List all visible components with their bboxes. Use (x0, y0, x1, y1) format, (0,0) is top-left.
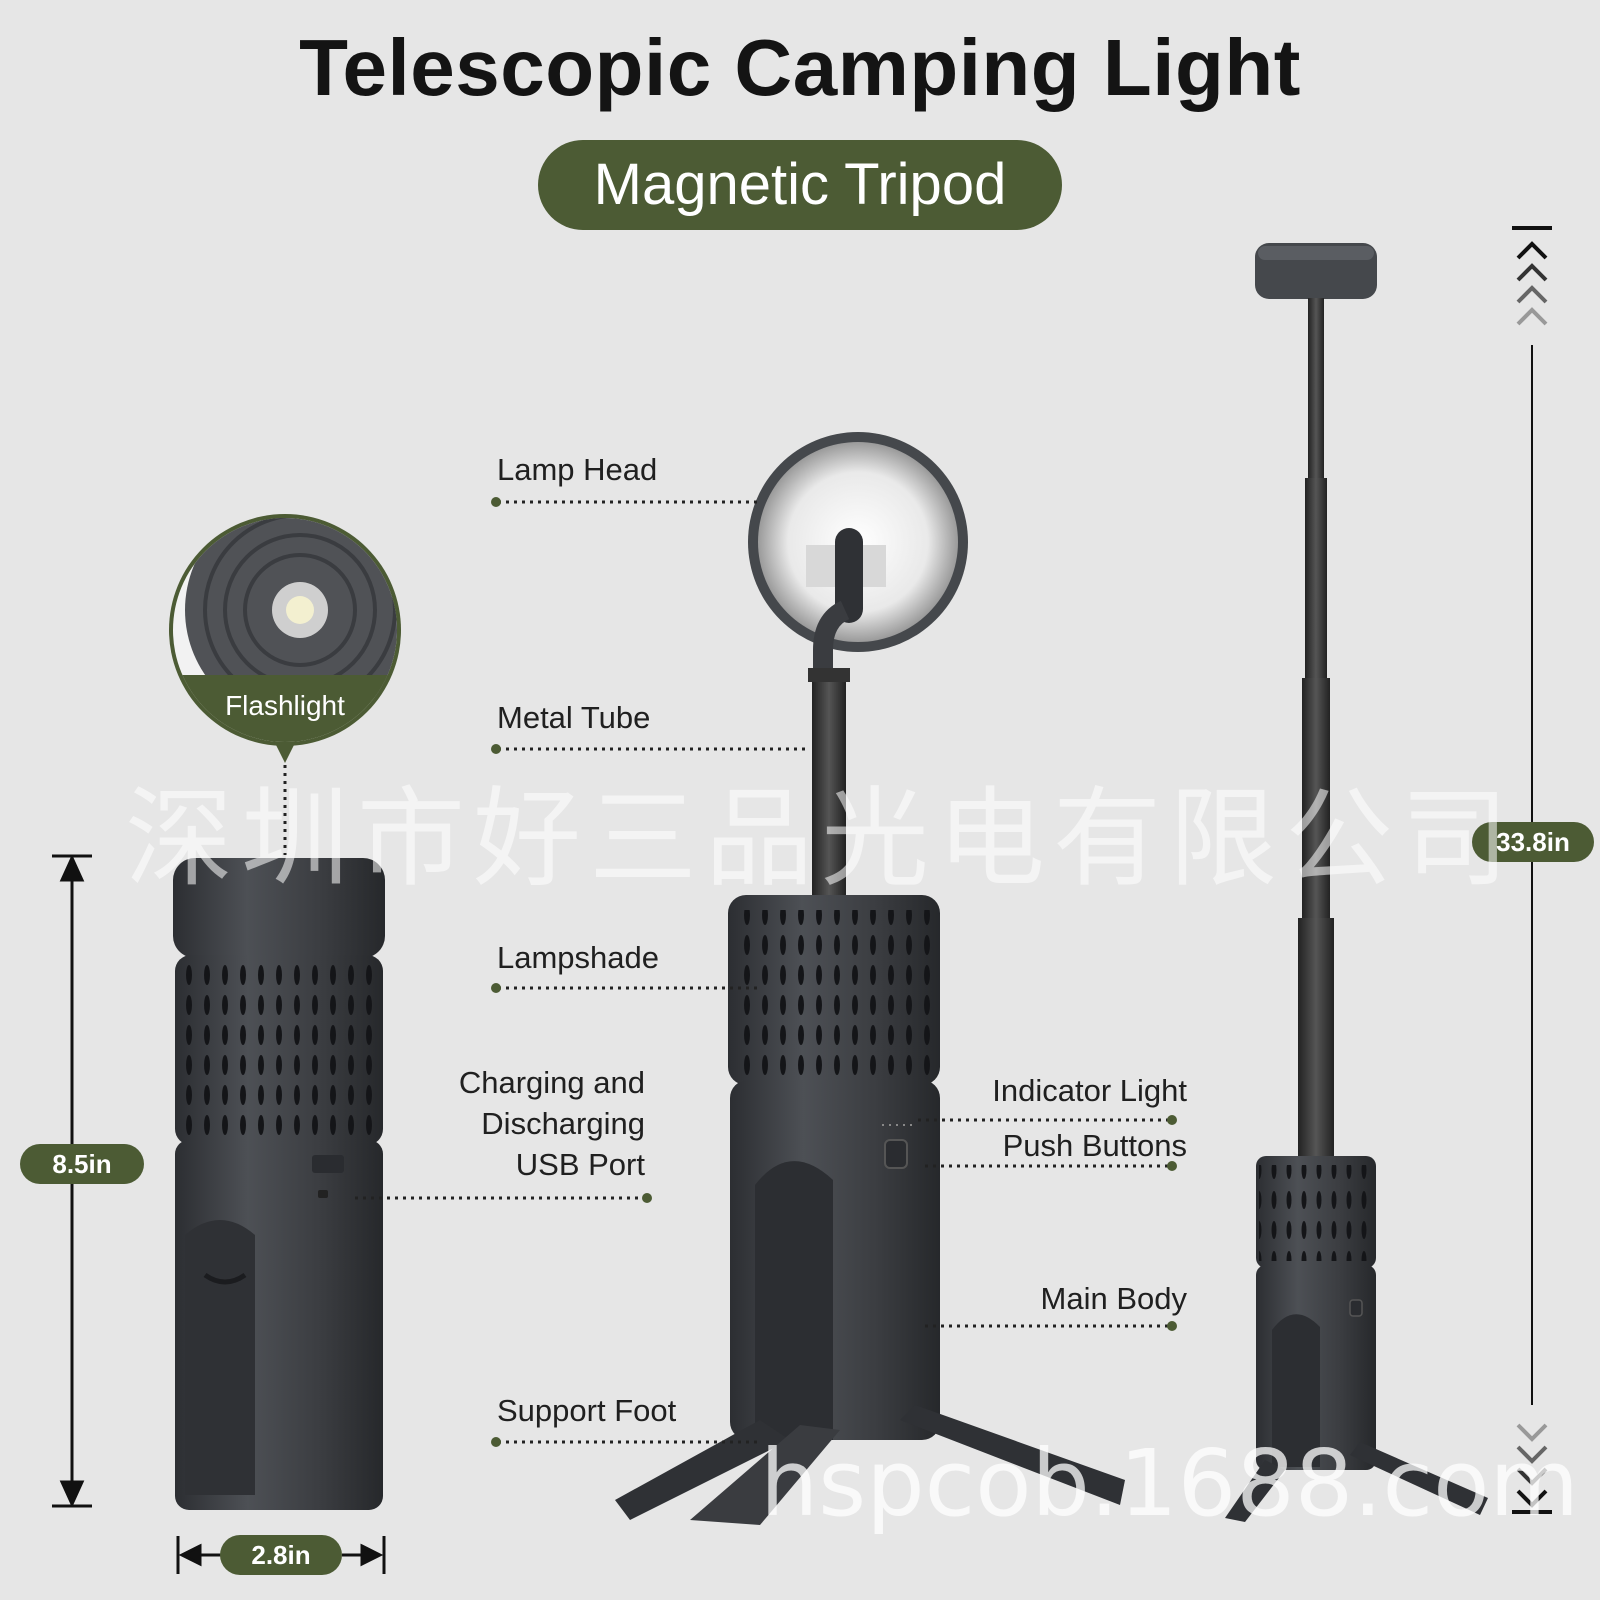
leader-lines (355, 500, 1170, 1444)
subtitle-badge: Magnetic Tripod (538, 140, 1062, 230)
main-body-label: Main Body (1040, 1281, 1187, 1316)
height-extended-badge: 33.8in (1472, 822, 1594, 862)
usb-port-line-2: Discharging (481, 1106, 645, 1141)
flashlight-label: Flashlight (225, 690, 345, 721)
lamp-head-label: Lamp Head (497, 452, 658, 487)
page-title: Telescopic Camping Light (299, 23, 1301, 112)
usb-port-line-1: Charging and (458, 1065, 645, 1100)
support-foot-label: Support Foot (497, 1393, 677, 1428)
closed-unit (173, 858, 385, 1510)
lampshade-label: Lampshade (497, 940, 660, 975)
usb-port-line-3: USB Port (515, 1147, 645, 1182)
height-closed-badge: 8.5in (20, 1144, 144, 1184)
width-dimension-line (176, 1536, 386, 1574)
center-unit (615, 432, 1125, 1525)
leader-dots (491, 497, 1177, 1447)
extended-height-dimension (1512, 226, 1552, 1514)
metal-tube-label: Metal Tube (497, 700, 651, 735)
width-badge: 2.8in (220, 1535, 342, 1575)
extended-unit (1225, 243, 1488, 1522)
push-buttons-label: Push Buttons (1002, 1128, 1187, 1163)
indicator-light-label: Indicator Light (992, 1073, 1187, 1108)
usb-port-label: Charging and Discharging USB Port (400, 1062, 645, 1185)
flashlight-callout (169, 514, 401, 855)
